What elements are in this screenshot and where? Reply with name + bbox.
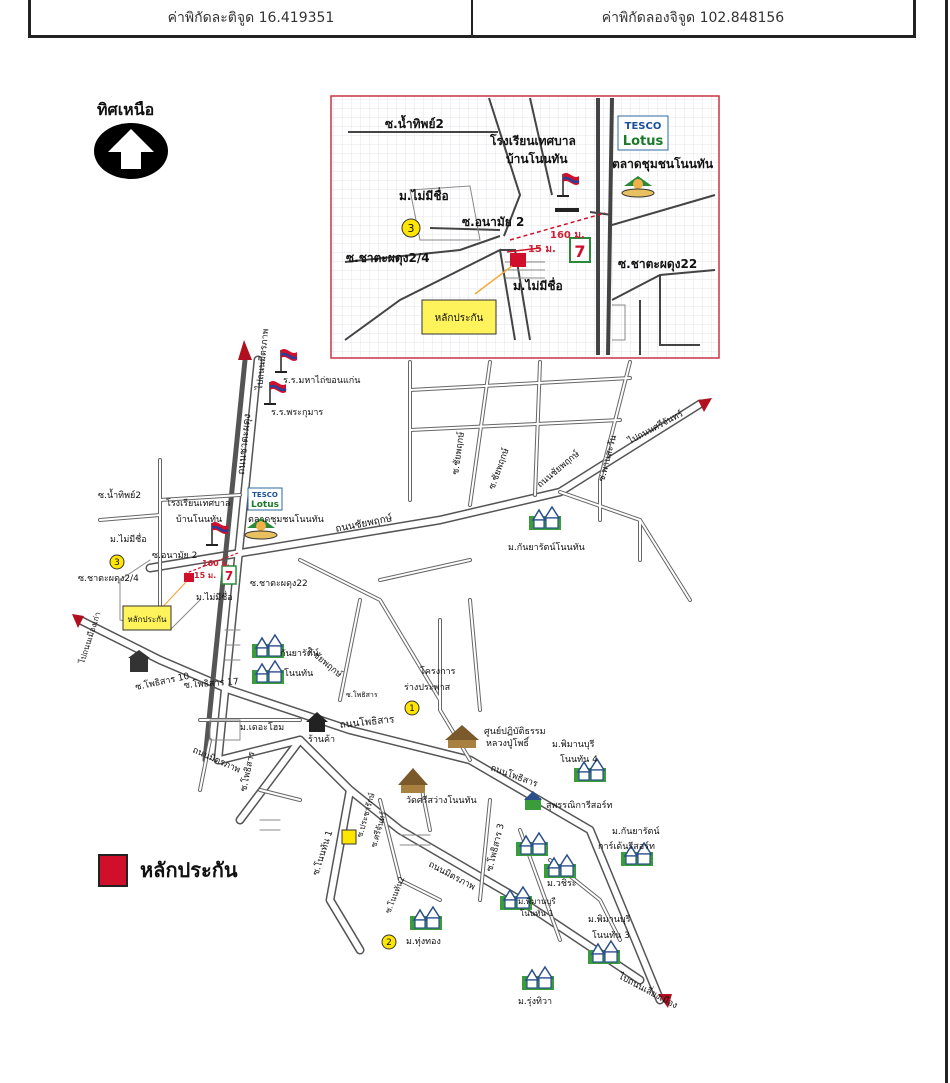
legend-collateral-swatch [98, 853, 128, 887]
center-temple-icon [445, 725, 479, 748]
route-marker-2: 2 [386, 938, 392, 948]
label-village-kanyarat-garden-line1: ม.กันยารัตน์ [612, 825, 660, 837]
label-village-phiman-3-line1: ม.พิมานบุรี [588, 914, 631, 925]
label-wat: วัดศรีสว่างโนนทัน [406, 795, 477, 806]
label-resort: สุพรรณิการีสอร์ท [546, 799, 613, 811]
label-center-line2: หลวงปู่โพธิ์ [486, 736, 530, 749]
label-school-maha: ร.ร.มหาไถ่ขอนแก่น [283, 375, 360, 386]
village-kanyarat-b-icon [251, 660, 285, 685]
svg-text:Lotus: Lotus [623, 134, 664, 149]
resort-icon [524, 791, 542, 810]
label-village-phiman-4-line2: โนนทัน 4 [560, 754, 598, 765]
label-project-line1: โครงการ [420, 666, 456, 677]
label-road-chaiyaphruek-soi-b: ซ.ชัยพฤกษ์ [486, 446, 512, 491]
inset-road-chatapadung-24: ซ.ชาตะผดุง2/4 [346, 251, 430, 266]
label-school-line1: โรงเรียนเทศบาล [166, 498, 230, 509]
longitude-label: ค่าพิกัดลองจิจูด 102.848156 [471, 0, 913, 35]
label-road-nonthan-2: ซ.โนนทัน2 [383, 875, 407, 915]
label-distance-160: 160 ม. [202, 559, 230, 568]
label-road-phosan-b: ซ.โพธิสาร [346, 690, 378, 699]
inset-route-marker-3: 3 [408, 222, 415, 235]
inset-road-chatapadung-22: ซ.ชาตะผดุง22 [618, 257, 697, 272]
label-village-thungthong: ม.ทุ่งทอง [406, 937, 441, 947]
inset-school-line1: โรงเรียนเทศบาล [489, 133, 576, 148]
label-village-phiman-3-line2: โนนทัน 3 [592, 930, 630, 941]
inset-market-label: ตลาดชุมชนโนนทัน [612, 156, 714, 172]
arrow-to-mittraphap-icon [238, 340, 252, 360]
north-arrow-icon [94, 123, 168, 179]
label-road-phosan-10: ซ.โพธิสาร 10 [134, 671, 190, 693]
label-project-line2: ร่างประพาส [404, 683, 451, 693]
inset-seven-eleven-icon: 7 [569, 237, 591, 263]
page-right-border [945, 0, 948, 1083]
tesco-lotus-logo: TESCO Lotus [247, 487, 283, 511]
label-distance-15: 15 ม. [194, 571, 216, 580]
label-school-phrakuman: ร.ร.พระกุมาร [271, 408, 323, 418]
svg-text:TESCO: TESCO [625, 121, 662, 132]
svg-text:7: 7 [225, 569, 233, 583]
inset-tesco-logo: TESCO Lotus [617, 115, 669, 151]
svg-text:Lotus: Lotus [251, 500, 279, 510]
village-kanyarat-nonthan-icon [528, 506, 562, 531]
label-road-phosan: ถนนโพธิสาร [339, 712, 396, 731]
label-village-no-name-2: ม.ไม่มีชื่อ [196, 590, 233, 603]
collateral-marker [184, 573, 194, 582]
arrow-to-muang-kao-icon [72, 614, 84, 628]
label-kanyarat-a: กันยารัตน์ [280, 647, 319, 659]
label-kanyarat-b: โนนทัน [284, 668, 313, 679]
label-road-chaiyaphruek-soi-a: ซ.ชัยพฤกษ์ [449, 431, 467, 476]
label-shop: ร้านค้า [308, 734, 335, 745]
label-school-line2: บ้านโนนทัน [176, 514, 222, 525]
inset-callout-text: หลักประกัน [435, 313, 484, 324]
label-road-to-sri-chan: ไปถนนศรีจันทร์ [625, 407, 685, 447]
label-village-the-home: ม.เดอะโฮม [240, 722, 284, 733]
inset-school-line2: บ้านโนนทัน [506, 151, 568, 166]
bank-building-icon [128, 650, 150, 672]
label-road-anamai: ซ.อนามัย 2 [152, 551, 197, 561]
label-village-rungthiwa: ม.รุ่งทิวา [518, 996, 552, 1007]
inset-distance-15: 15 ม. [528, 244, 556, 255]
arrow-bypass-icon [658, 994, 672, 1008]
north-label: ทิศเหนือ [97, 100, 155, 119]
arrow-to-sri-chan-icon [698, 398, 712, 412]
gas-station-icon [341, 829, 357, 845]
label-village-no-name-1: ม.ไม่มีชื่อ [110, 532, 147, 545]
village-rungthiwa-icon [521, 966, 555, 991]
inset-road-nam-thip: ซ.น้ำทิพย์2 [385, 114, 444, 131]
seven-eleven-icon: 7 [221, 565, 237, 585]
label-market: ตลาดชุมชนโนนทัน [248, 514, 324, 525]
label-road-chatapadung-24: ซ.ชาตะผดุง2/4 [78, 574, 139, 584]
svg-text:7: 7 [574, 242, 585, 261]
svg-text:TESCO: TESCO [252, 491, 278, 499]
label-village-phiman-4-line1: ม.พิมานบุรี [552, 739, 595, 750]
coordinates-bar: ค่าพิกัดละติจูด 16.419351 ค่าพิกัดลองจิจ… [28, 0, 916, 38]
main-callout-text: หลักประกัน [127, 615, 167, 624]
route-marker-3: 3 [114, 558, 120, 568]
inset-distance-160: 160 ม. [550, 230, 585, 241]
label-village-kanyarat-nonthan: ม.กันยารัตน์โนนทัน [508, 541, 585, 553]
shop-icon [306, 712, 328, 732]
label-center-line1: ศูนย์ปฏิบัติธรรม [484, 725, 546, 737]
legend: หลักประกัน [98, 850, 238, 890]
label-road-phosan-17: ซ.โพธิสาร 17 [183, 676, 239, 691]
label-village-phiman-1-line2: โนนทัน 1 [520, 908, 554, 918]
label-road-chatapadung-22: ซ.ชาตะผดุง22 [250, 579, 308, 589]
route-marker-1: 1 [409, 704, 415, 714]
legend-label: หลักประกัน [140, 858, 238, 882]
main-road-network [75, 355, 705, 1005]
inset-collateral-marker [510, 253, 526, 267]
inset-road-anamai: ซ.อนามัย 2 [462, 215, 524, 229]
label-road-nam-thip: ซ.น้ำทิพย์2 [98, 488, 141, 501]
village-thungthong-icon [409, 906, 443, 931]
label-village-kanyarat-garden-line2: การ์เด้นรีสอร์ท [598, 840, 655, 852]
latitude-label: ค่าพิกัดละติจูด 16.419351 [167, 9, 335, 26]
wat-temple-icon [398, 768, 428, 793]
label-village-phiman-1-line1: ม.พิมานบุรี [518, 897, 556, 906]
inset-village-no-name-bottom: ม.ไม่มีชื่อ [513, 277, 563, 293]
inset-map: หลักประกัน 7 TESCO Lotus 3 ซ.น้ำทิพย์2 โ… [330, 95, 720, 359]
inset-village-no-name-top: ม.ไม่มีชื่อ [399, 187, 449, 203]
school-maha-flag-icon [273, 347, 299, 374]
label-village-wachira: ม.วชิระ [547, 878, 577, 889]
